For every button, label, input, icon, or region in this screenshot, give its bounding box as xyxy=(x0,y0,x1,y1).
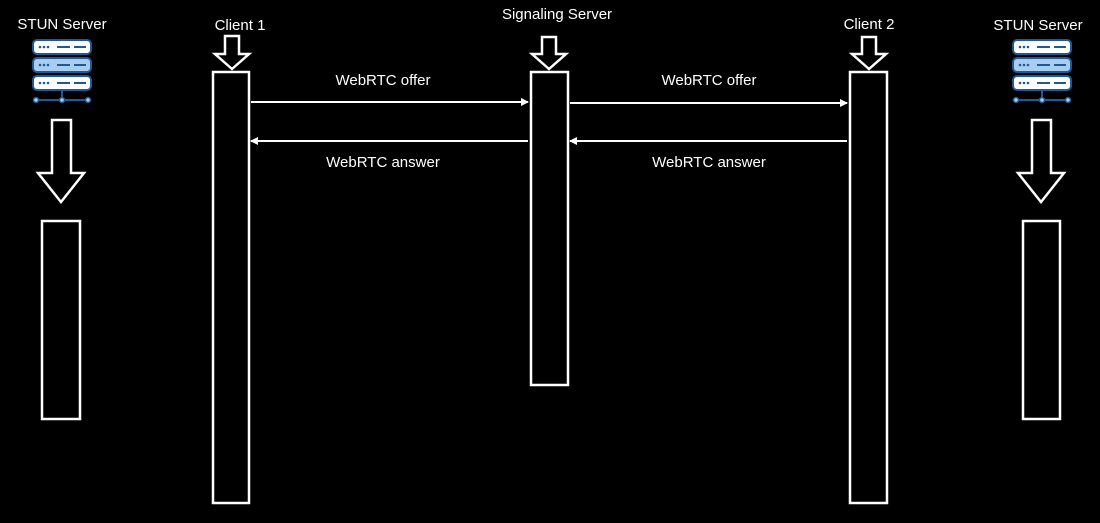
stun-right-lifeline xyxy=(1021,219,1062,421)
client-1-lifeline xyxy=(211,70,251,505)
message-answer-2: WebRTC answer xyxy=(569,137,847,171)
server-icon xyxy=(1012,39,1072,104)
client-2-lifeline xyxy=(848,70,889,505)
down-arrow-icon xyxy=(1015,118,1067,205)
down-arrow-icon xyxy=(528,35,570,71)
down-arrow-icon xyxy=(35,118,87,205)
signaling-lifeline xyxy=(529,70,570,387)
client-1: Client 1 xyxy=(211,17,266,505)
message-label: WebRTC answer xyxy=(326,154,440,171)
down-arrow-icon xyxy=(211,34,253,71)
signaling-server-label: Signaling Server xyxy=(502,6,612,23)
stun-server-left-label: STUN Server xyxy=(17,16,106,33)
client-2: Client 2 xyxy=(844,16,895,505)
stun-left-lifeline xyxy=(40,219,82,421)
down-arrow-icon xyxy=(848,35,890,71)
message-offer-1: WebRTC offer xyxy=(251,72,529,106)
signaling-server: Signaling Server xyxy=(502,6,612,387)
message-label: WebRTC offer xyxy=(335,72,430,89)
stun-server-right: STUN Server xyxy=(993,17,1083,421)
message-label: WebRTC answer xyxy=(652,154,766,171)
stun-server-left: STUN Server xyxy=(17,16,107,421)
server-icon xyxy=(32,39,92,104)
stun-server-right-label: STUN Server xyxy=(993,17,1082,34)
message-answer-1: WebRTC answer xyxy=(250,137,528,171)
message-offer-2: WebRTC offer xyxy=(570,72,848,107)
client-1-label: Client 1 xyxy=(215,17,266,34)
message-label: WebRTC offer xyxy=(661,72,756,89)
client-2-label: Client 2 xyxy=(844,16,895,33)
